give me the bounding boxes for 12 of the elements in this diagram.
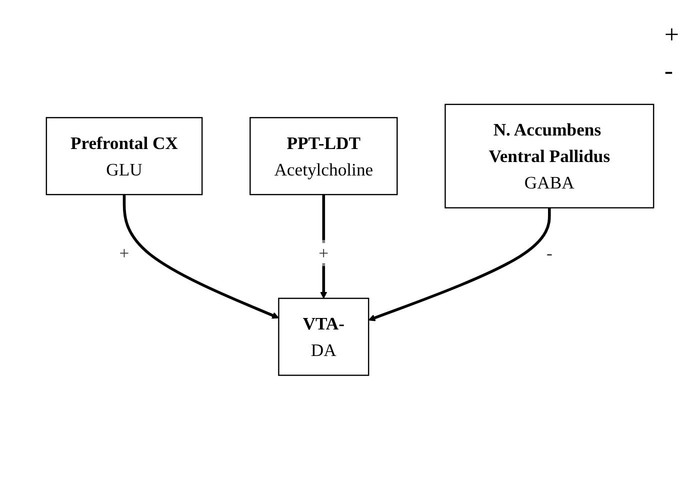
- sign-label: -: [664, 56, 674, 86]
- sign-label: +: [664, 20, 679, 50]
- edge-label: +: [318, 242, 328, 263]
- node-box: N. Accumbens Ventral Pallidus GABA: [444, 103, 654, 208]
- arrow: [368, 207, 550, 321]
- node-box: PPT-LDT Acetylcholine: [249, 116, 398, 195]
- edge-label: -: [546, 242, 552, 263]
- arrow: [320, 194, 327, 298]
- node-box: Prefrontal CX GLU: [45, 116, 202, 195]
- arrow: [122, 194, 279, 318]
- node-box: VTA- DA: [278, 297, 369, 376]
- edge-label: +: [118, 242, 129, 263]
